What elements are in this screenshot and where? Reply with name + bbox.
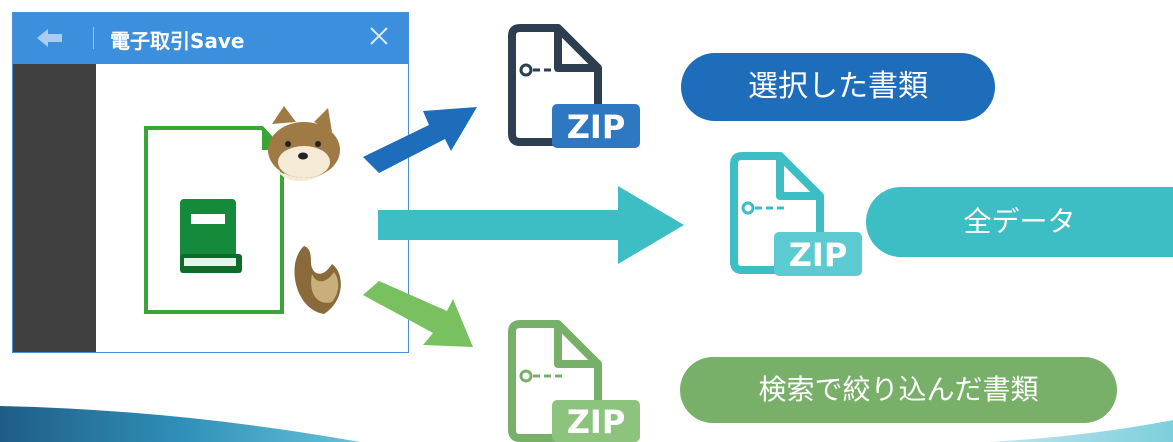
title-separator [93, 27, 94, 49]
filtered-documents-label: 検索で絞り込んだ書類 [680, 357, 1117, 423]
selected-documents-label: 選択した書類 [681, 53, 995, 121]
window-content [96, 64, 408, 352]
app-window: 電子取引Save [12, 12, 409, 353]
window-titlebar: 電子取引Save [13, 13, 408, 64]
zip-label: ZIP [567, 403, 626, 441]
zip-label: ZIP [567, 108, 626, 146]
all-data-label: 全データ [866, 187, 1173, 257]
arrow-to-selected [363, 107, 477, 173]
window-title: 電子取引Save [110, 29, 245, 53]
document-book-shiba-dog-icon [144, 106, 341, 314]
zip-file-icon: ZIP [508, 24, 640, 148]
sidebar-panel [13, 64, 96, 352]
zip-label: ZIP [789, 236, 848, 274]
arrow-to-filtered [363, 281, 473, 347]
back-arrow-icon[interactable] [35, 26, 65, 54]
arrow-to-all-data [378, 186, 684, 264]
zip-file-icon: ZIP [508, 320, 640, 442]
zip-file-icon: ZIP [730, 152, 862, 276]
close-icon[interactable] [368, 25, 390, 51]
